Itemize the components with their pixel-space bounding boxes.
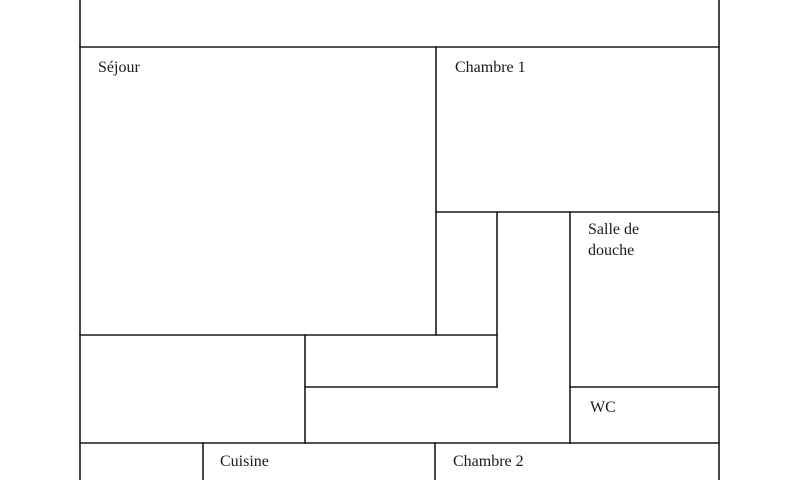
label-wc: WC (590, 399, 616, 416)
label-cuisine: Cuisine (220, 453, 269, 470)
label-sejour: Séjour (98, 59, 140, 76)
label-salle-de-douche-line1: Salle de (588, 221, 639, 238)
label-chambre-1: Chambre 1 (455, 59, 526, 76)
room-labels: Séjour Chambre 1 Salle de douche WC Cuis… (98, 59, 639, 470)
plan-walls (79, 0, 720, 480)
label-salle-de-douche-line2: douche (588, 242, 634, 259)
label-chambre-2: Chambre 2 (453, 453, 524, 470)
